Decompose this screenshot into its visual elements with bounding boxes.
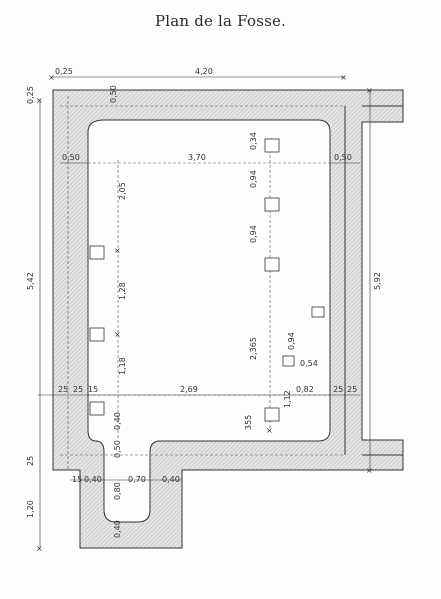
pillar-small [282,355,295,367]
dim-bl25b: 25 [73,385,83,394]
svg-text:×: × [266,426,273,435]
dimension-lines [38,76,371,548]
pillar-left-1 [89,245,105,260]
dim-128: 1,28 [118,282,127,300]
dim-low040b: 0,40 [162,475,180,484]
pillar-side [311,306,325,318]
dim-wall-top: 0,50 [109,85,118,103]
pillar-bottom [264,407,280,422]
dim-r094c: 0,94 [287,332,296,350]
dim-low070: 0,70 [128,475,146,484]
dim-r094a: 0,94 [249,170,258,188]
svg-text:×: × [48,73,55,82]
dim-low120: 1,20 [26,500,35,518]
pillar-left-2 [89,327,105,342]
dim-left-margin: 0,25 [26,86,35,104]
svg-text:×: × [114,246,121,255]
dim-r2365: 2,365 [249,337,258,360]
dim-br25b: 25 [347,385,357,394]
dim-low040c: 0,40 [113,520,122,538]
dim-inner-width: 3,70 [188,153,206,162]
dim-r054: 0,54 [300,359,318,368]
pillar-3 [264,257,280,272]
dim-low25: 25 [26,456,35,466]
pillar-left-3 [89,401,105,416]
pillar-2 [264,197,280,212]
svg-text:×: × [36,96,43,105]
dim-right-height: 5,92 [373,272,382,290]
pillar-top [264,138,280,153]
dim-r094b: 0,94 [249,225,258,243]
dim-118: 1,18 [118,357,127,375]
dim-br25: 25 [333,385,343,394]
dim-bl15: 15 [88,385,98,394]
dim-low040: 0,40 [84,475,102,484]
dim-r112: 1,12 [283,390,292,408]
dim-040: 0,40 [113,412,122,430]
wall-section [52,89,404,549]
dim-low080: 0,80 [113,482,122,500]
svg-text:×: × [340,73,347,82]
svg-text:×: × [36,544,43,553]
dim-bl25: 25 [58,385,68,394]
dim-205: 2,05 [118,182,127,200]
drawing-title: Plan de la Fosse. [154,12,287,30]
svg-text:×: × [114,330,121,339]
dim-top-left: 0,25 [55,67,73,76]
dim-left-height: 5,42 [26,272,35,290]
dim-right-wall: 0,50 [334,153,352,162]
dim-left-wall: 0,50 [62,153,80,162]
pillars [89,138,325,422]
svg-text:×: × [366,86,373,95]
dim-b082: 0,82 [296,385,314,394]
dim-r355: 355 [244,415,253,430]
dim-r034: 0,34 [249,132,258,150]
dim-low15: 15 [72,475,82,484]
dim-bottom-mid: 2,69 [180,385,198,394]
svg-text:×: × [366,466,373,475]
dim-top-overall: 4,20 [195,67,213,76]
dim-050: 0,50 [113,440,122,458]
